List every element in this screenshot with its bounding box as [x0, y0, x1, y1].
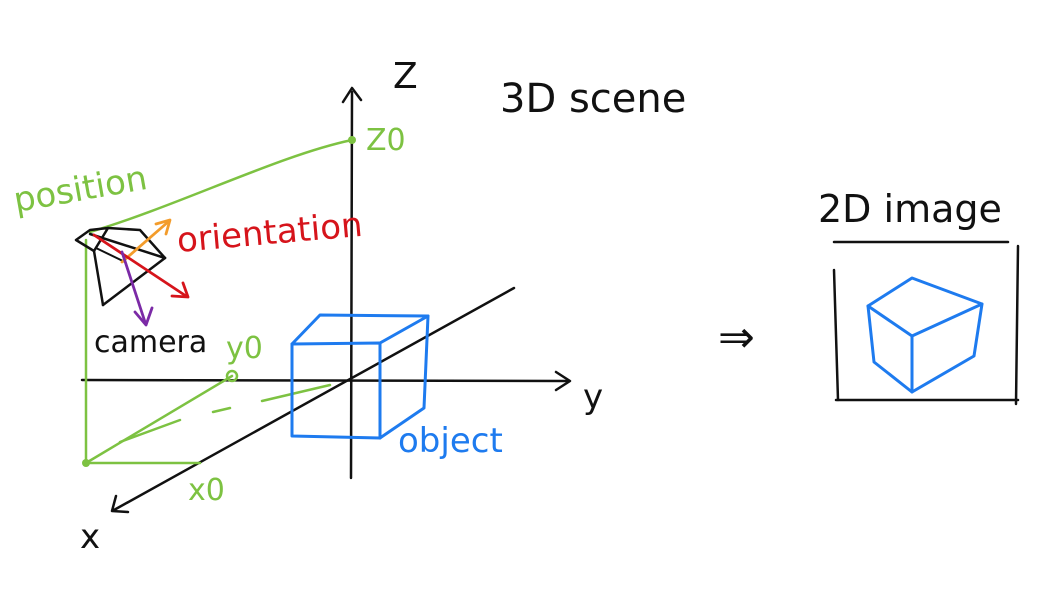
axes — [80, 86, 572, 514]
orientation-label: orientation — [175, 205, 364, 261]
orientation-arrow-orange — [120, 220, 170, 264]
camera-icon — [74, 226, 167, 307]
scene-title: 3D scene — [500, 76, 686, 122]
z0-label: Z0 — [366, 123, 406, 158]
y0-point — [225, 369, 239, 383]
x-axis-arrowhead — [110, 494, 130, 514]
position-origin-point — [82, 459, 90, 467]
x0-label: x0 — [188, 473, 225, 508]
position-projection-lines — [82, 136, 356, 467]
object-label: object — [398, 421, 503, 461]
orientation-arrow-purple — [120, 250, 147, 324]
y0-label: y0 — [226, 331, 263, 366]
image-panel-title: 2D image — [818, 187, 1002, 231]
orientation-arrows — [92, 218, 190, 327]
y-axis-arrowhead — [554, 370, 572, 392]
image-panel-frame — [832, 240, 1020, 406]
implies-arrow: ⇒ — [718, 312, 755, 363]
camera-label: camera — [94, 325, 207, 360]
position-label: position — [11, 158, 151, 221]
z0-point — [348, 136, 356, 144]
z-axis — [349, 90, 354, 480]
orientation-arrow-red — [92, 233, 188, 298]
axis-z-label: Z — [393, 56, 418, 97]
z-axis-arrowhead — [341, 86, 363, 104]
axis-x-label: x — [80, 517, 100, 557]
x-axis — [112, 286, 516, 512]
object-cube — [290, 313, 430, 440]
y-axis — [80, 378, 570, 383]
image-cube-projection — [866, 276, 984, 394]
axis-y-label: y — [583, 377, 603, 417]
